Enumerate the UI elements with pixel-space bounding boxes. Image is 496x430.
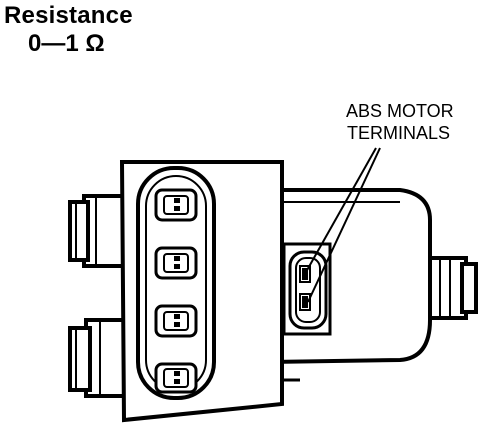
callout-line-2: TERMINALS	[347, 123, 451, 143]
callout-leader-lines	[305, 147, 381, 303]
callout-line-1: ABS MOTOR	[346, 101, 454, 121]
motor-terminal-upper	[299, 265, 311, 283]
abs-motor-terminals-callout: ABS MOTOR TERMINALS	[346, 100, 454, 144]
resistance-label: Resistance	[4, 2, 133, 29]
solenoid-connector-1	[154, 188, 198, 222]
motor-connector	[282, 242, 332, 336]
motor-terminal-lower	[299, 293, 311, 311]
solenoid-connector-2	[154, 246, 198, 280]
right-fitting	[428, 256, 478, 320]
left-lower-fitting	[68, 318, 126, 398]
left-upper-fitting	[68, 194, 126, 268]
resistance-value: 0—1 Ω	[28, 30, 105, 57]
solenoid-connector-4	[154, 362, 198, 394]
solenoid-connector-3	[154, 304, 198, 338]
